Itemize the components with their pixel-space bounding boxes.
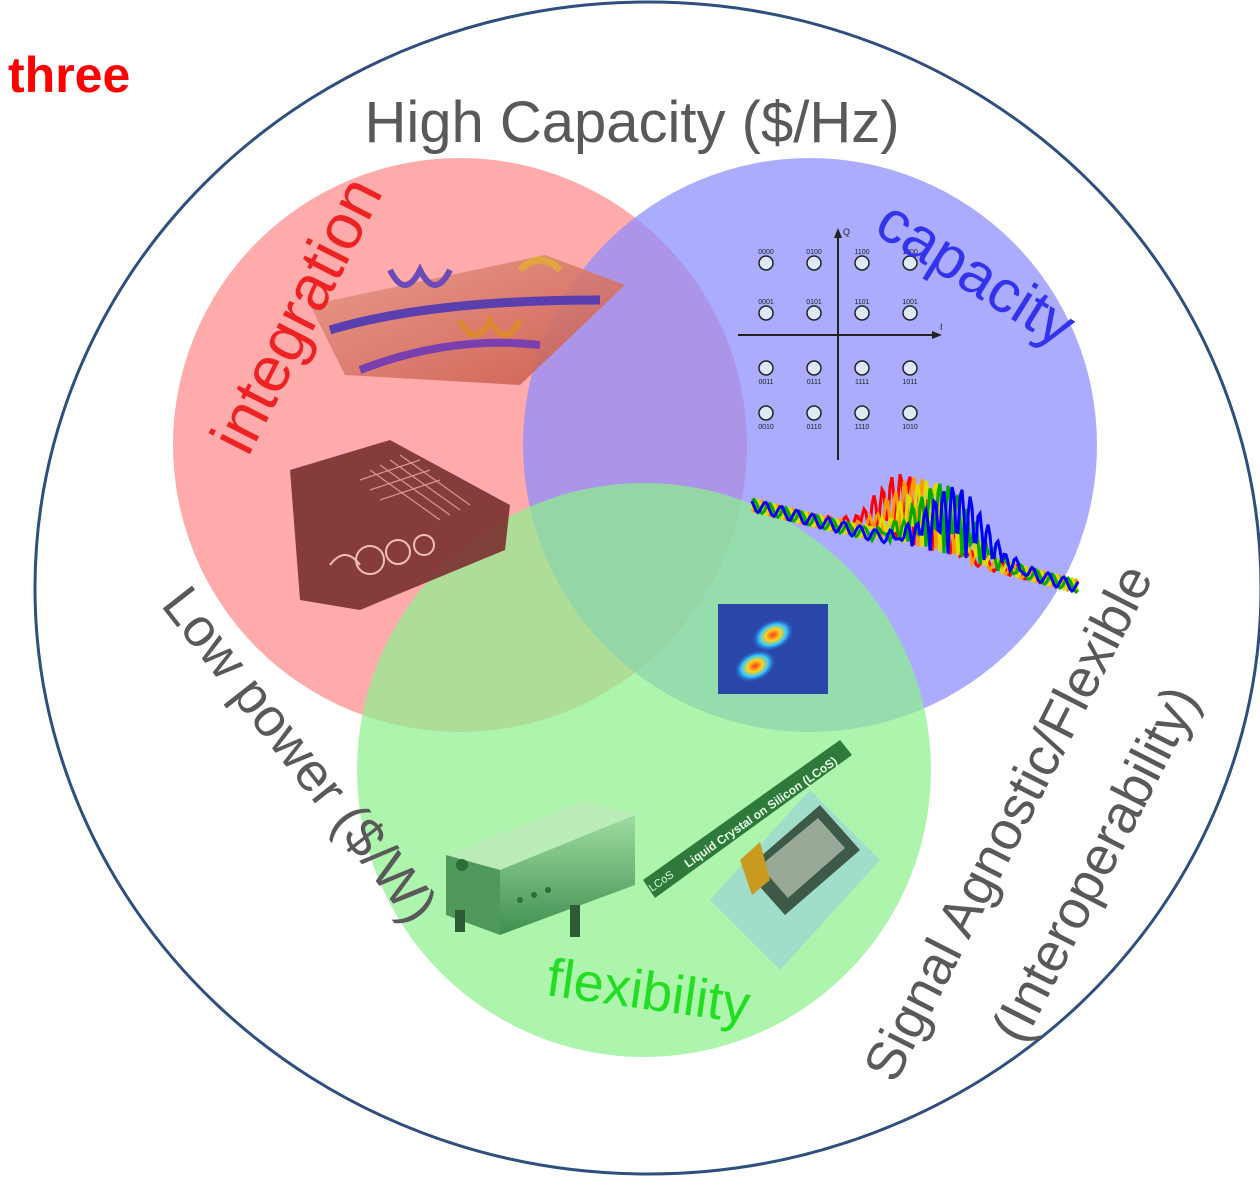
constellation-code-label: 0111 [807,379,822,386]
constellation-code-label: 1111 [855,379,869,386]
constellation-point [902,360,918,376]
outer-ring [33,0,1260,1176]
constellation-code-label: 1011 [902,379,917,386]
constellation-point [902,255,918,271]
constellation-point [902,305,918,321]
constellation-code-label: 1101 [854,299,869,306]
constellation-point [758,255,774,271]
constellation-point [758,405,774,421]
constellation-code-label: 1110 [855,424,870,431]
constellation-code-label: 1000 [902,249,918,256]
q-axis-label: Q [843,227,850,237]
constellation-code-label: 1001 [902,299,918,306]
constellation-code-label: 0110 [806,424,821,431]
constellation-code-label: 1010 [902,424,918,431]
constellation-code-label: 0000 [758,249,774,256]
constellation-code-label: 0001 [758,299,774,306]
constellation-point [806,405,822,421]
photonic-circuit-chip-image [290,440,510,610]
wdm-wave-line [750,486,1080,594]
constellation-code-label: 1100 [854,249,869,256]
constellation-point [854,255,870,271]
constellation-point [806,305,822,321]
optical-switch-instrument-image [446,800,635,937]
wdm-pulse-waves-image [750,473,1080,595]
i-axis-label: I [940,322,943,332]
constellation-code-label: 0010 [758,424,774,431]
constellation-point [758,305,774,321]
constellation-code-label: 0100 [806,249,822,256]
constellation-point [806,255,822,271]
constellation-point [854,360,870,376]
integrated-waveguide-chip-image [310,255,625,385]
constellation-point [902,405,918,421]
mode-profile-image [718,604,828,694]
qam-constellation-diagram: Q I 0000 0100 1100 1000 0001 0101 1101 1001 0011… [738,227,943,460]
constellation-point [854,405,870,421]
constellation-code-label: 0011 [758,379,773,386]
high-capacity-label: High Capacity ($/Hz) [364,90,899,155]
constellation-point [854,305,870,321]
corner-label: three [8,47,131,103]
constellation-code-label: 0101 [806,299,822,306]
constellation-point [806,360,822,376]
constellation-point [758,360,774,376]
